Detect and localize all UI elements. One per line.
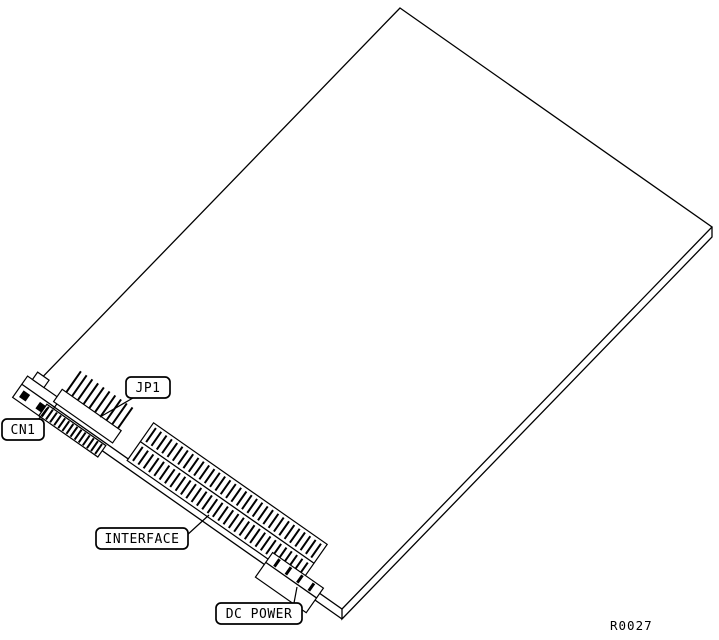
jp1-front-hatch — [41, 406, 104, 456]
dc-power-connector — [254, 551, 325, 614]
callout-jp1: JP1 — [99, 376, 171, 418]
cn1-contact-left — [19, 390, 31, 402]
cn1-label-box — [1, 418, 45, 441]
interface-mid-rail — [139, 441, 315, 564]
callout-dc-power: DC POWER — [215, 586, 303, 625]
interface-pins-top-row — [145, 427, 323, 559]
edge-connectors — [11, 370, 329, 614]
dc-power-pins — [273, 558, 321, 596]
dc-power-label: DC POWER — [226, 607, 293, 622]
dc-power-divider — [265, 561, 317, 599]
interface-label-box — [95, 527, 189, 550]
interface-leader-line — [185, 514, 210, 537]
board-thickness-right-edge — [341, 227, 713, 621]
callout-interface: INTERFACE — [95, 514, 210, 550]
board-top-face — [29, 7, 713, 610]
callout-cn1: CN1 — [1, 407, 48, 441]
cn1-divider — [21, 383, 55, 408]
jp1-label-box — [125, 376, 171, 399]
cn1-label: CN1 — [11, 423, 36, 438]
jp1-header — [38, 370, 135, 458]
figure-ref-code: R0027 — [610, 618, 653, 633]
cn1-tab — [31, 371, 50, 389]
cn1-leader-line — [37, 407, 48, 421]
jp1-body — [52, 388, 123, 444]
dc-power-leader-line — [293, 586, 298, 604]
jp1-label: JP1 — [136, 381, 161, 396]
interface-connector — [126, 421, 329, 583]
interface-pins-bottom-row — [132, 446, 310, 578]
interface-label: INTERFACE — [105, 532, 180, 547]
jp1-leader-line — [99, 397, 134, 418]
dc-power-label-box — [215, 602, 303, 625]
